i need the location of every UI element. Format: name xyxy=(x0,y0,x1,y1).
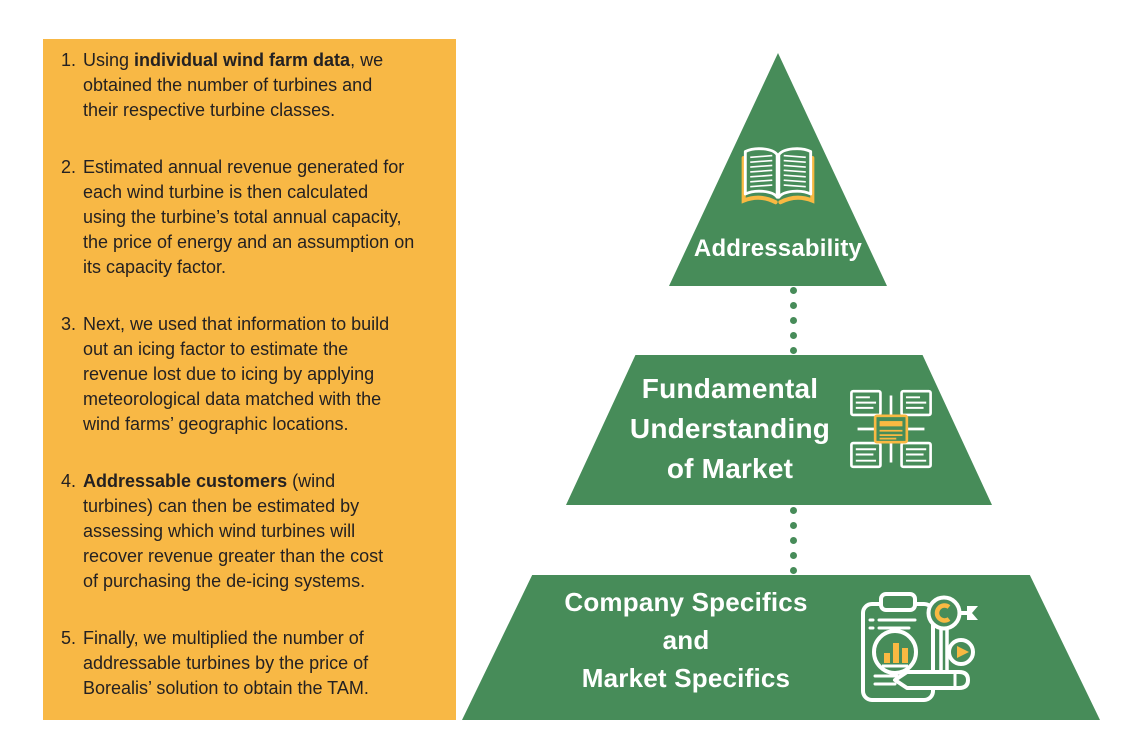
text-segment: meteorological data matched with the xyxy=(83,389,382,409)
text-segment: Addressable customers xyxy=(83,471,288,491)
research-analytics-icon xyxy=(855,586,979,709)
text-line: turbines) can then be estimated by xyxy=(83,494,444,519)
text-segment: their respective turbine classes. xyxy=(83,100,336,120)
text-line: meteorological data matched with the xyxy=(83,387,444,412)
connector-dot xyxy=(790,287,797,294)
text-segment: assessing which wind turbines will xyxy=(83,521,356,541)
item-number: 4. xyxy=(61,471,77,491)
text-line: the price of energy and an assumption on xyxy=(83,230,444,255)
pyramid-label-company-market-specifics: Company Specifics and Market Specifics xyxy=(564,587,808,693)
connector-dot xyxy=(790,567,797,574)
text-line: Estimated annual revenue generated for xyxy=(83,155,444,180)
text-segment: , we xyxy=(350,50,384,70)
connector-dot xyxy=(790,317,797,324)
item-number: 5. xyxy=(61,628,77,648)
text-segment: individual wind farm data xyxy=(134,50,351,70)
text-segment: Next, we used that information to build xyxy=(83,314,390,334)
methodology-item: 5. Finally, we multiplied the number of ad… xyxy=(61,626,444,701)
text-line: assessing which wind turbines will xyxy=(83,519,444,544)
text-segment: its capacity factor. xyxy=(83,257,227,277)
text-segment: (wind xyxy=(287,471,336,491)
text-line: its capacity factor. xyxy=(83,255,444,280)
dotted-connector xyxy=(790,287,797,354)
text-line: Finally, we multiplied the number of xyxy=(83,626,444,651)
text-segment: Finally, we multiplied the number of xyxy=(83,628,364,648)
text-line: recover revenue greater than the cost xyxy=(83,544,444,569)
text-line: Borealis’ solution to obtain the TAM. xyxy=(83,676,444,701)
pyramid-level-company-market-specifics: Company Specifics and Market Specifics xyxy=(462,575,1100,720)
text-line: using the turbine’s total annual capacit… xyxy=(83,205,444,230)
pyramid-label-addressability: Addressability xyxy=(693,235,863,262)
pyramid-level-fundamental-understanding: Fundamental Understanding of Market xyxy=(566,355,992,505)
methodology-item: 3. Next, we used that information to buil… xyxy=(61,312,444,437)
text-segment: Borealis’ solution to obtain the TAM. xyxy=(83,678,369,698)
connector-dot xyxy=(790,347,797,354)
text-segment: of purchasing the de-icing systems. xyxy=(83,571,366,591)
text-segment: wind farms’ geographic locations. xyxy=(83,414,349,434)
text-line: Using individual wind farm data, we xyxy=(83,48,444,73)
text-segment: recover revenue greater than the cost xyxy=(83,546,384,566)
text-segment: addressable turbines by the price of xyxy=(83,653,369,673)
item-number: 2. xyxy=(61,157,77,177)
text-segment: Using xyxy=(83,50,135,70)
dotted-connector xyxy=(790,507,797,574)
text-line: Addressable customers (wind xyxy=(83,469,444,494)
connector-dot xyxy=(790,507,797,514)
text-line: addressable turbines by the price of xyxy=(83,651,444,676)
item-number: 3. xyxy=(61,314,77,334)
item-text: Finally, we multiplied the number of addr… xyxy=(83,626,444,701)
text-segment: revenue lost due to icing by applying xyxy=(83,364,375,384)
text-segment: obtained the number of turbines and xyxy=(83,75,373,95)
text-line: obtained the number of turbines and xyxy=(83,73,444,98)
methodology-item: 2. Estimated annual revenue generated for… xyxy=(61,155,444,280)
item-text: Next, we used that information to build o… xyxy=(83,312,444,437)
text-segment: using the turbine’s total annual capacit… xyxy=(83,207,402,227)
text-segment: each wind turbine is then calculated xyxy=(83,182,369,202)
document-network-icon xyxy=(847,385,935,478)
connector-dot xyxy=(790,302,797,309)
text-segment: out an icing factor to estimate the xyxy=(83,339,349,359)
pyramid-level-addressability: Addressability xyxy=(669,53,887,286)
text-line: revenue lost due to icing by applying xyxy=(83,362,444,387)
item-number: 1. xyxy=(61,50,77,70)
text-segment: the price of energy and an assumption on xyxy=(83,232,415,252)
text-line: Next, we used that information to build xyxy=(83,312,444,337)
text-line: each wind turbine is then calculated xyxy=(83,180,444,205)
text-line: wind farms’ geographic locations. xyxy=(83,412,444,437)
text-segment: Estimated annual revenue generated for xyxy=(83,157,405,177)
connector-dot xyxy=(790,537,797,544)
text-segment: turbines) can then be estimated by xyxy=(83,496,360,516)
pyramid-label-fundamental-understanding: Fundamental Understanding of Market xyxy=(629,373,831,484)
connector-dot xyxy=(790,522,797,529)
item-text: Estimated annual revenue generated for ea… xyxy=(83,155,444,280)
text-line: of purchasing the de-icing systems. xyxy=(83,569,444,594)
open-book-icon xyxy=(737,145,819,217)
text-line: their respective turbine classes. xyxy=(83,98,444,123)
connector-dot xyxy=(790,332,797,339)
connector-dot xyxy=(790,552,797,559)
text-line: out an icing factor to estimate the xyxy=(83,337,444,362)
